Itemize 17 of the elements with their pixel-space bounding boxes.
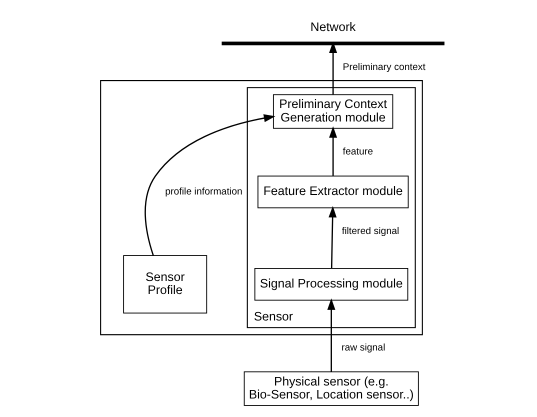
edge-label: profile information [164,186,242,198]
node-box: Signal Processing module [254,268,408,301]
edge-label: raw signal [340,342,385,354]
node-box: Preliminary Context Generation module [272,94,393,129]
arrow [328,126,337,176]
node-box: Physical sensor (e.g. Bio-Sensor, Location sensor..) [243,371,418,406]
node-text: Network [310,20,356,34]
node-box: Feature Extractor module [257,176,408,208]
arrow [328,206,336,268]
edge-label: feature [342,146,373,158]
edge-label: filtered signal [341,226,399,238]
cluster [100,80,422,336]
edge-label: Preliminary context [342,62,425,73]
node-box: Sensor Profile [122,255,207,314]
arrow [328,41,337,94]
arrow [144,114,275,256]
arrow [326,298,335,372]
